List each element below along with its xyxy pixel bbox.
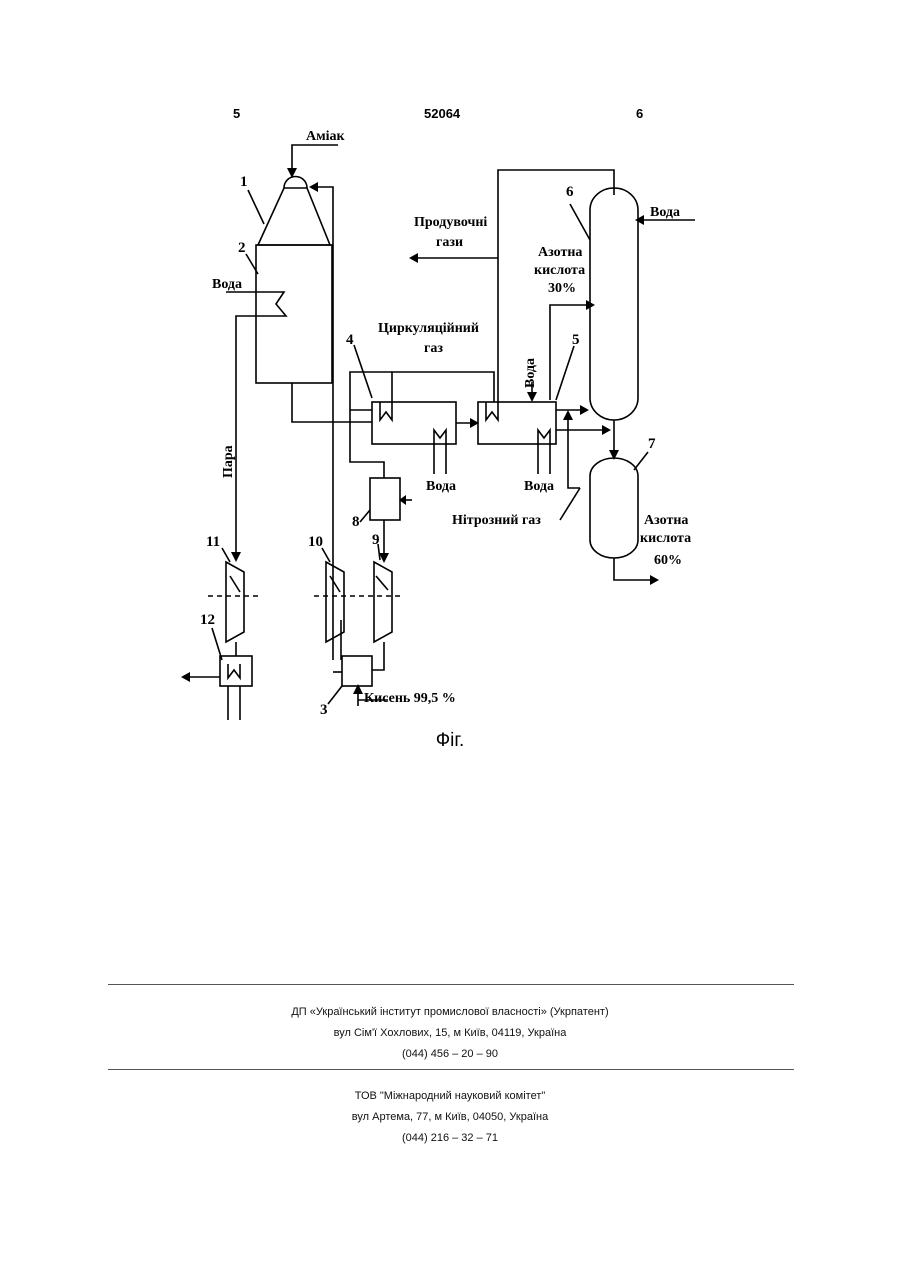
label-ammonia: Аміак xyxy=(306,129,346,144)
ammonia-line xyxy=(292,145,338,172)
label-circ-gas-1: Циркуляційний xyxy=(378,321,479,336)
label-nitric-60-2: кислота xyxy=(640,531,691,546)
column-7 xyxy=(590,458,638,558)
org1-name: ДП «Український інститут промислової вла… xyxy=(0,1002,900,1023)
process-flow-diagram: Аміак Вода Вода Продувочні гази Азотна к… xyxy=(0,0,900,760)
label-purge-gases-1: Продувочні xyxy=(414,215,487,230)
label-water-hx1: Вода xyxy=(426,479,456,494)
mixer-3 xyxy=(342,656,372,686)
number-8: 8 xyxy=(352,514,360,530)
label-water-top: Вода xyxy=(650,205,680,220)
label-nitric-30-1: Азотна xyxy=(538,245,582,260)
label-circ-gas-2: газ xyxy=(424,341,443,356)
number-9: 9 xyxy=(372,532,380,548)
label-water-vertical: Вода xyxy=(523,358,538,388)
label-steam: Пара xyxy=(221,445,236,478)
label-nitric-60-3: 60% xyxy=(654,553,682,568)
footer-org2: ТОВ "Міжнародний науковий комітет" вул А… xyxy=(0,1086,900,1149)
org1-address: вул Сім'ї Хохлових, 15, м Київ, 04119, У… xyxy=(0,1023,900,1044)
label-water-left: Вода xyxy=(212,277,242,292)
label-nitric-30-2: кислота xyxy=(534,263,585,278)
reactor-body xyxy=(256,245,332,383)
figure-caption: Фіг. xyxy=(0,730,900,752)
boiler-12 xyxy=(220,656,252,686)
reactor-outlet-line xyxy=(292,383,372,422)
compressor-9 xyxy=(374,562,392,642)
number-3: 3 xyxy=(320,702,328,718)
number-11: 11 xyxy=(206,534,220,550)
circulation-loop xyxy=(350,372,392,410)
org2-name: ТОВ "Міжнародний науковий комітет" xyxy=(0,1086,900,1107)
org1-phone: (044) 456 – 20 – 90 xyxy=(0,1044,900,1065)
number-10: 10 xyxy=(308,534,323,550)
org2-phone: (044) 216 – 32 – 71 xyxy=(0,1128,900,1149)
number-2: 2 xyxy=(238,240,246,256)
heat-exchanger-4 xyxy=(372,402,456,444)
label-oxygen: Кисень 99,5 % xyxy=(364,691,456,706)
footer-org1: ДП «Український інститут промислової вла… xyxy=(0,1002,900,1065)
number-7: 7 xyxy=(648,436,656,452)
number-12: 12 xyxy=(200,612,215,628)
divider-bottom xyxy=(108,1069,794,1070)
label-nitric-60-1: Азотна xyxy=(644,513,688,528)
label-nitric-30-3: 30% xyxy=(548,281,576,296)
label-purge-gases-2: гази xyxy=(436,235,463,250)
number-1: 1 xyxy=(240,174,248,190)
number-5: 5 xyxy=(572,332,580,348)
number-6: 6 xyxy=(566,184,574,200)
separator-8 xyxy=(370,478,400,520)
oxygen-return-line xyxy=(313,187,333,660)
label-water-hx2: Вода xyxy=(524,479,554,494)
absorption-column-6 xyxy=(590,188,638,420)
label-nitrous-gas: Нітрозний газ xyxy=(452,513,541,528)
org2-address: вул Артема, 77, м Київ, 04050, Україна xyxy=(0,1107,900,1128)
divider-top xyxy=(108,984,794,985)
turbine-11 xyxy=(226,562,244,642)
number-4: 4 xyxy=(346,332,354,348)
